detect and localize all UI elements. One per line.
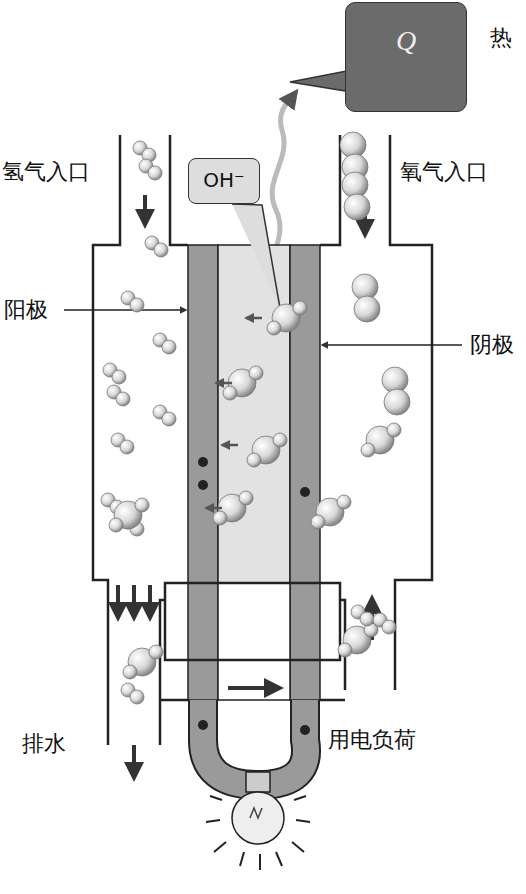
molecules [101,132,410,735]
heat-callout: Q [345,2,467,112]
drain-label: 排水 [22,732,66,756]
bulb-base [246,772,270,792]
molecule-atom [249,366,263,380]
molecule-atom [109,518,123,532]
molecule-atom [239,491,253,505]
light-rays [206,796,310,870]
molecule-atom [337,495,351,509]
molecule-atom [223,386,237,400]
callout-text: OH⁻ [193,168,255,192]
cathode-leader [322,344,462,346]
molecule-atom [361,443,375,457]
electrolyte [218,245,290,583]
flow-arrows [118,195,372,778]
ion-callout: OH⁻ [188,158,260,204]
molecule-atom [354,296,380,322]
molecule-atom [267,321,281,335]
lower-box [165,583,340,660]
molecule-atom [120,440,134,454]
molecule-atom [130,690,144,704]
electron [300,487,310,497]
oh-pointer [232,204,280,308]
molecule-atom [338,643,352,657]
bulb [232,792,284,844]
ion-arrow [216,382,232,385]
molecule-atom [112,370,126,384]
ion-arrow [206,507,222,510]
molecule-atom [293,301,307,315]
housing [93,135,432,745]
molecule-atom [344,194,370,220]
molecule-atom [384,389,410,415]
molecule-atom [162,412,176,426]
molecule-atom [149,645,163,659]
electron [198,457,208,467]
molecule-atom [382,620,396,634]
anode-label: 阳极 [4,298,48,322]
anode-plate [188,245,218,700]
cathode-label: 阴极 [470,333,514,357]
molecule-atom [135,498,149,512]
callout-pointer [290,70,352,92]
molecule-atom [387,423,401,437]
molecule-atom [130,298,144,312]
callout-text: Q [352,25,460,57]
electron [198,720,208,730]
anode-leader [64,309,186,311]
molecule-atom [213,511,227,525]
electron [300,725,310,735]
molecule-atom [154,243,168,257]
hydrogen-inlet-label: 氢气入口 [2,160,90,184]
molecule-atom [148,166,162,180]
ion-arrow [222,444,238,447]
lower-channel [218,583,290,700]
electron [198,480,208,490]
ion-arrow [246,317,262,320]
load-label: 用电负荷 [328,728,416,752]
molecule-atom [360,612,374,626]
molecule-atom [273,433,287,447]
molecule-atom [162,340,176,354]
oxygen-inlet-label: 氧气入口 [400,160,488,184]
molecule-atom [311,515,325,529]
molecule-atom [247,453,261,467]
molecule-atom [116,392,130,406]
heat-label: 热 [490,26,512,50]
filament [250,808,262,818]
molecule-atom [123,665,137,679]
